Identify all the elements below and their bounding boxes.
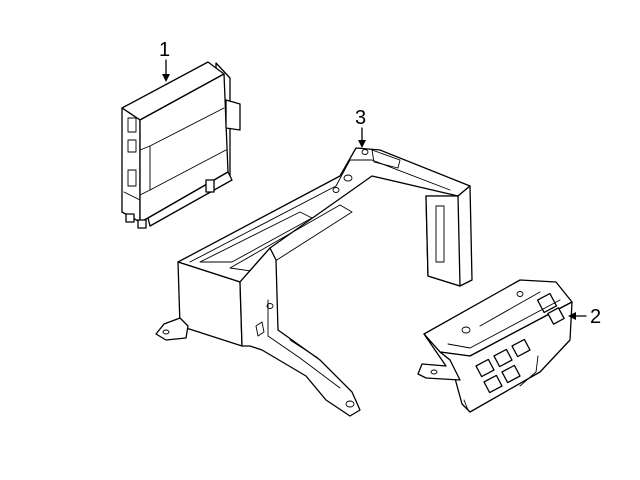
part-2-switch-module (417, 279, 573, 413)
part-3-bracket (155, 147, 473, 417)
part-1-control-module (121, 61, 241, 229)
callout-3-label: 3 (355, 107, 366, 129)
callout-2: 2 (568, 306, 601, 328)
callout-3: 3 (355, 107, 366, 148)
callout-2-label: 2 (590, 306, 601, 328)
callout-1-label: 1 (159, 39, 170, 61)
arrow-down-icon (358, 140, 366, 148)
arrow-left-icon (568, 312, 576, 320)
callout-1: 1 (159, 39, 170, 82)
arrow-down-icon (162, 74, 170, 82)
